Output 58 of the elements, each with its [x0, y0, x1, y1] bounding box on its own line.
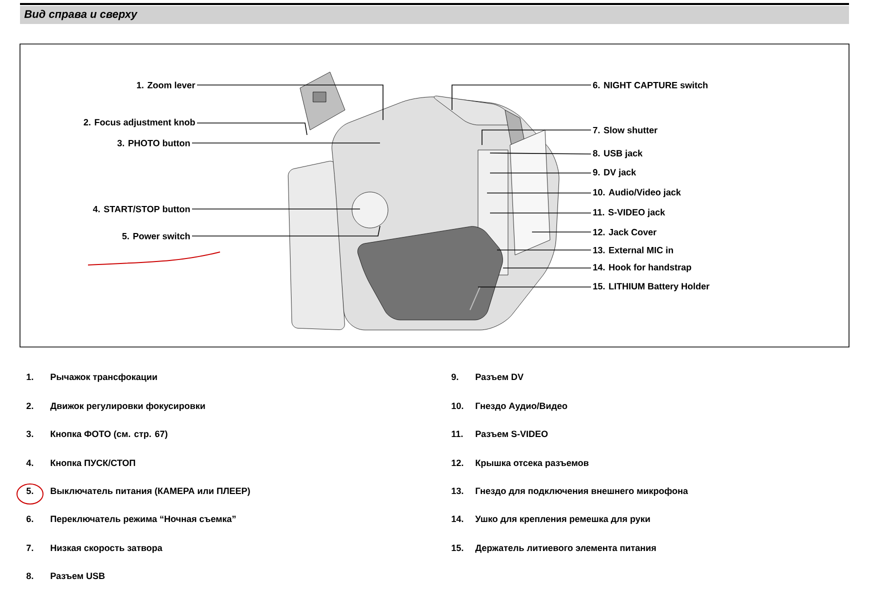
item-number: 9.: [452, 374, 458, 380]
item-number: 13.: [452, 488, 464, 494]
item-text: Ушко для крепления ремешка для руки: [475, 516, 650, 524]
item-number: 5.: [26, 488, 34, 494]
leader-line: [452, 84, 592, 110]
leader-line: [486, 192, 592, 194]
item-text: Движок регулировки фокусировки: [50, 402, 205, 411]
item-number: 10.: [452, 402, 464, 410]
title-bar: Вид справа и сверху: [20, 6, 850, 24]
item-number: 4.: [26, 460, 34, 466]
item-number: 3.: [26, 430, 34, 438]
callout-label: 6. NIGHT CAPTURE switch: [593, 82, 708, 88]
leader-line: [490, 212, 592, 214]
item-number: 12.: [452, 460, 464, 466]
callout-label: 7. Slow shutter: [593, 126, 658, 134]
callout-label: 10. Audio/Video jack: [593, 188, 681, 198]
item-text: Низкая скорость затвора: [50, 544, 162, 553]
item-text: Кнопка ПУСК/СТОП: [50, 459, 136, 466]
callout-label: 11. S-VIDEO jack: [593, 208, 666, 218]
callout-label: 9. DV jack: [593, 168, 636, 178]
item-number: 15.: [452, 544, 464, 552]
item-text: Выключатель питания (КАМЕРА или ПЛЕЕР): [50, 487, 250, 496]
item-text: Держатель литиевого элемента питания: [475, 544, 656, 553]
leader-line: [490, 172, 592, 174]
callout-label: 5. Power switch: [122, 232, 190, 240]
leader-line: [192, 142, 380, 144]
item-number: 11.: [452, 430, 463, 437]
callout-label: 15. LITHIUM Battery Holder: [593, 282, 710, 292]
leader-line: [490, 152, 592, 154]
item-text: Разъем S-VIDEO: [476, 430, 548, 438]
item-text: Разъем DV: [476, 374, 524, 380]
leader-line: [192, 208, 360, 210]
item-text: Крышка отсека разъемов: [476, 460, 588, 468]
item-number: 14.: [452, 516, 464, 522]
item-text: Гнездо Аудио/Видео: [476, 402, 568, 411]
leader-line: [196, 122, 308, 136]
item-number: 2.: [26, 402, 34, 409]
callout-label: 8. USB jack: [593, 150, 643, 158]
callout-label: 3. PHOTO button: [117, 140, 190, 146]
item-text: Кнопка ФОТО (см. стр. 67): [50, 430, 168, 439]
callout-label: 13. External MIC in: [593, 246, 673, 254]
callout-label: 1. Zoom lever: [137, 82, 196, 88]
leader-line: [196, 84, 384, 120]
item-number: 8.: [26, 572, 34, 580]
leader-line: [192, 226, 380, 236]
item-number: 1.: [26, 374, 34, 380]
item-text: Переключатель режима “Ночная съемка”: [50, 516, 236, 524]
item-text: Разъем USB: [50, 572, 105, 580]
item-text: Рычажок трансфокации: [50, 373, 157, 382]
item-text: Гнездо для подключения внешнего микрофона: [476, 487, 688, 496]
callout-label: 12. Jack Cover: [593, 228, 656, 236]
callout-label: 14. Hook for handstrap: [593, 264, 692, 272]
item-number: 6.: [26, 516, 34, 522]
callout-label: 4. START/STOP button: [92, 206, 190, 212]
leader-line: [482, 130, 592, 146]
item-number: 7.: [26, 544, 34, 551]
callout-label: 2. Focus adjustment knob: [84, 118, 195, 128]
leader-line: [478, 286, 592, 288]
